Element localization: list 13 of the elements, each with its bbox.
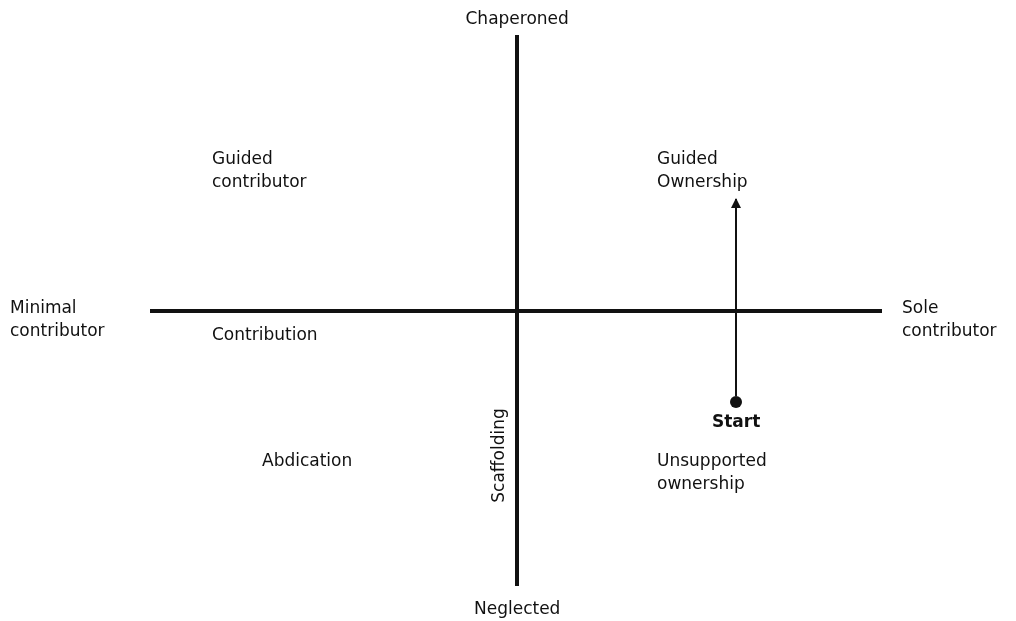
arrow <box>731 198 741 397</box>
axis-label: Contribution <box>212 323 318 346</box>
quadrant-label: Minimal contributor <box>10 296 106 342</box>
axis-label: Scaffolding <box>486 407 509 503</box>
quadrant-label: Guided Ownership <box>657 147 777 193</box>
quadrant-label: Chaperoned <box>465 7 569 30</box>
start-label: Start <box>712 410 761 433</box>
quadrant-label: Sole contributor <box>902 296 998 342</box>
start-dot <box>730 396 742 408</box>
quadrant-label: Abdication <box>262 449 353 472</box>
quadrant-label: Guided contributor <box>212 147 308 193</box>
quadrant-label: Neglected <box>474 597 561 620</box>
quadrant-label: Unsupported ownership <box>657 449 768 495</box>
